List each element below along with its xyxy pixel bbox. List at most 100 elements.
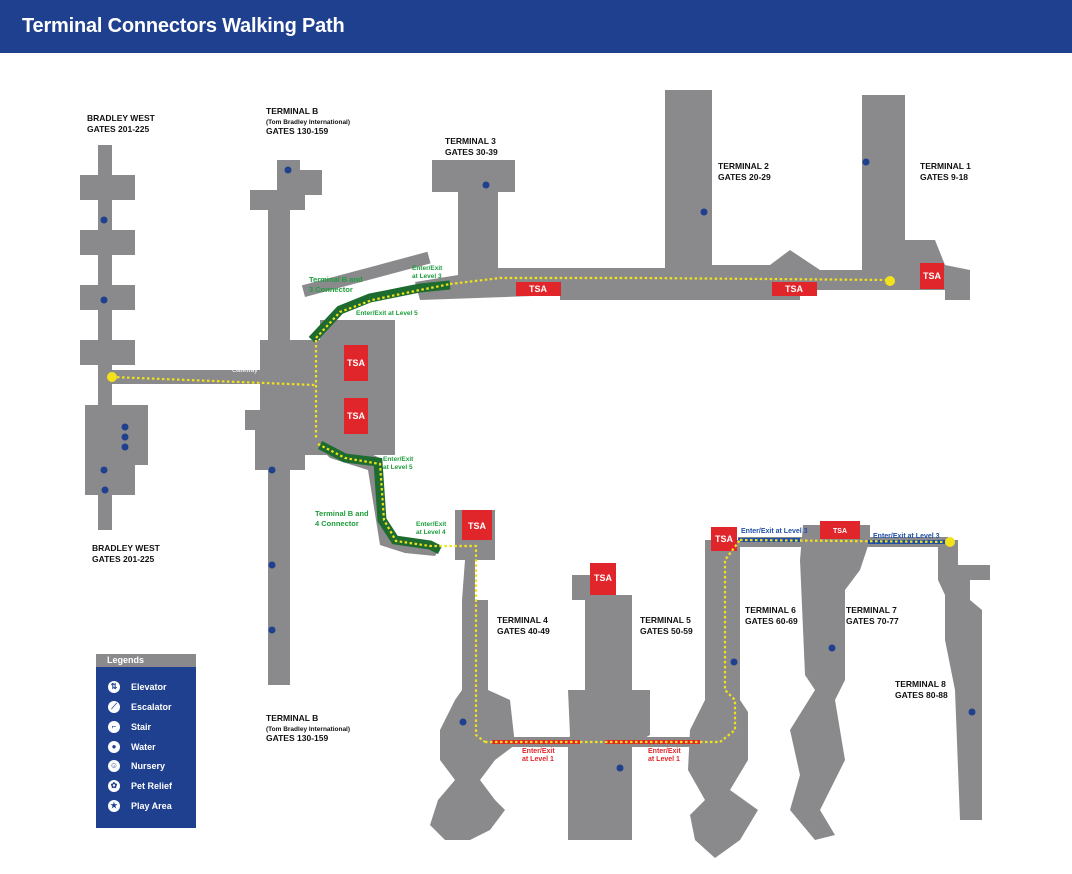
elevator-icon: ⇅ (108, 681, 120, 693)
water-icon (100, 216, 108, 224)
water-icon (616, 764, 624, 772)
path-t4-t6 (485, 539, 741, 744)
level5-top-label: Enter/Exit at Level 5 (356, 310, 418, 317)
level4-label-2: at Level 4 (416, 529, 446, 536)
t3-enter-label-2: at Level 3 (412, 273, 442, 280)
water-icon (700, 208, 708, 216)
b3-connector-green (308, 280, 451, 344)
page-title: Terminal Connectors Walking Path (22, 15, 345, 37)
t8-gates: GATES 80-88 (895, 690, 948, 700)
level1-b-label-1: Enter/Exit (648, 748, 681, 755)
water-icon (968, 708, 976, 716)
t4-name: TERMINAL 4 (497, 615, 548, 625)
svg-text:TSA: TSA (833, 528, 847, 535)
t8-name: TERMINAL 8 (895, 679, 946, 689)
water-icon (482, 181, 490, 189)
b4-connector-label-2: 4 Connector (315, 519, 359, 528)
level5-mid-label-1: Enter/Exit (383, 456, 414, 463)
t7-gates: GATES 70-77 (846, 616, 899, 626)
tb-top-gates: GATES 130-159 (266, 126, 328, 136)
tsa-box-t3: TSA (516, 282, 561, 296)
stair-icon: ⌐ (108, 721, 120, 733)
tsa-box-t6: TSA (711, 527, 737, 551)
tsa-box-t5: TSA (590, 563, 616, 595)
level5-mid-label-2: at Level 5 (383, 464, 413, 471)
terminal-7-building (790, 525, 870, 840)
bradley-west-top-name: BRADLEY WEST (87, 113, 156, 123)
legend-label: Stair (131, 722, 152, 732)
level1-a-label-1: Enter/Exit (522, 748, 555, 755)
terminal-4-building (430, 510, 515, 840)
water-icon (459, 718, 467, 726)
legend-title: Legends (96, 654, 196, 667)
gateway-bridge (110, 370, 265, 384)
t5-gates: GATES 50-59 (640, 626, 693, 636)
svg-text:TSA: TSA (347, 358, 366, 368)
t1-name: TERMINAL 1 (920, 161, 971, 171)
t7-name: TERMINAL 7 (846, 605, 897, 615)
path-t6-t8 (739, 538, 951, 544)
tb-bottom-name: TERMINAL B (266, 713, 318, 723)
gateway-label: Gateway (232, 367, 258, 374)
terminal-b-building (245, 160, 395, 685)
water-icon (730, 658, 738, 666)
legend-label: Water (131, 742, 156, 752)
bradley-west-bottom-name: BRADLEY WEST (92, 543, 161, 553)
path-to-t4 (317, 443, 486, 743)
svg-text:TSA: TSA (785, 284, 804, 294)
legend-item-water: ● Water (108, 740, 156, 754)
water-icon (101, 486, 109, 494)
svg-text:TSA: TSA (347, 411, 366, 421)
level4-label-1: Enter/Exit (416, 521, 447, 528)
water-icon (828, 644, 836, 652)
amenity-icons (100, 158, 976, 772)
pet-relief-icon: ✿ (108, 780, 120, 792)
svg-text:TSA: TSA (529, 284, 548, 294)
b3-connector-label-2: 3 Connector (309, 285, 353, 294)
tsa-box-t1: TSA (920, 263, 944, 289)
walking-path (111, 276, 951, 744)
water-icon: ● (108, 741, 120, 753)
tb-top-name: TERMINAL B (266, 106, 318, 116)
terminal-8-building (938, 540, 990, 820)
water-icon (284, 166, 292, 174)
t4-gates: GATES 40-49 (497, 626, 550, 636)
escalator-icon: ⟋ (108, 701, 120, 713)
level1-b-label-2: at Level 1 (648, 756, 680, 763)
t3-enter-label-1: Enter/Exit (412, 265, 443, 272)
legend-item-elevator: ⇅ Elevator (108, 680, 167, 694)
water-icon (268, 466, 276, 474)
bradley-west-top-gates: GATES 201-225 (87, 124, 149, 134)
path-endpoint-t8 (945, 537, 955, 547)
path-bradley-west (111, 375, 316, 387)
escalator-icon (121, 433, 129, 441)
path-endpoint-t1 (885, 276, 895, 286)
legend-item-stair: ⌐ Stair (108, 720, 151, 734)
page-header: Terminal Connectors Walking Path (0, 0, 1072, 53)
path-endpoint-bradley (107, 372, 117, 382)
terminal-6-building (688, 540, 758, 858)
svg-text:TSA: TSA (715, 534, 734, 544)
play-area-icon: ★ (108, 800, 120, 812)
tb-top-sub: (Tom Bradley International) (266, 119, 350, 126)
svg-text:TSA: TSA (468, 521, 487, 531)
level3-a-label: Enter/Exit at Level 3 (741, 528, 808, 535)
t6-name: TERMINAL 6 (745, 605, 796, 615)
legend-item-pet-relief: ✿ Pet Relief (108, 779, 172, 793)
path-labels: Terminal B and 3 Connector Terminal B an… (232, 265, 940, 763)
water-icon (268, 561, 276, 569)
legend-label: Pet Relief (131, 781, 173, 791)
elevator-icon (121, 443, 129, 451)
t2-name: TERMINAL 2 (718, 161, 769, 171)
legend-item-nursery: ☺ Nursery (108, 759, 165, 773)
t2-gates: GATES 20-29 (718, 172, 771, 182)
t5-name: TERMINAL 5 (640, 615, 691, 625)
bradley-west-bottom-gates: GATES 201-225 (92, 554, 154, 564)
legend-label: Elevator (131, 682, 167, 692)
level3-b-label: Enter/Exit at Level 3 (873, 533, 940, 540)
legend-label: Play Area (131, 801, 172, 811)
water-icon (268, 626, 276, 634)
legend-item-escalator: ⟋ Escalator (108, 700, 172, 714)
legend-label: Escalator (131, 702, 172, 712)
bradley-west-concourse (80, 145, 148, 530)
